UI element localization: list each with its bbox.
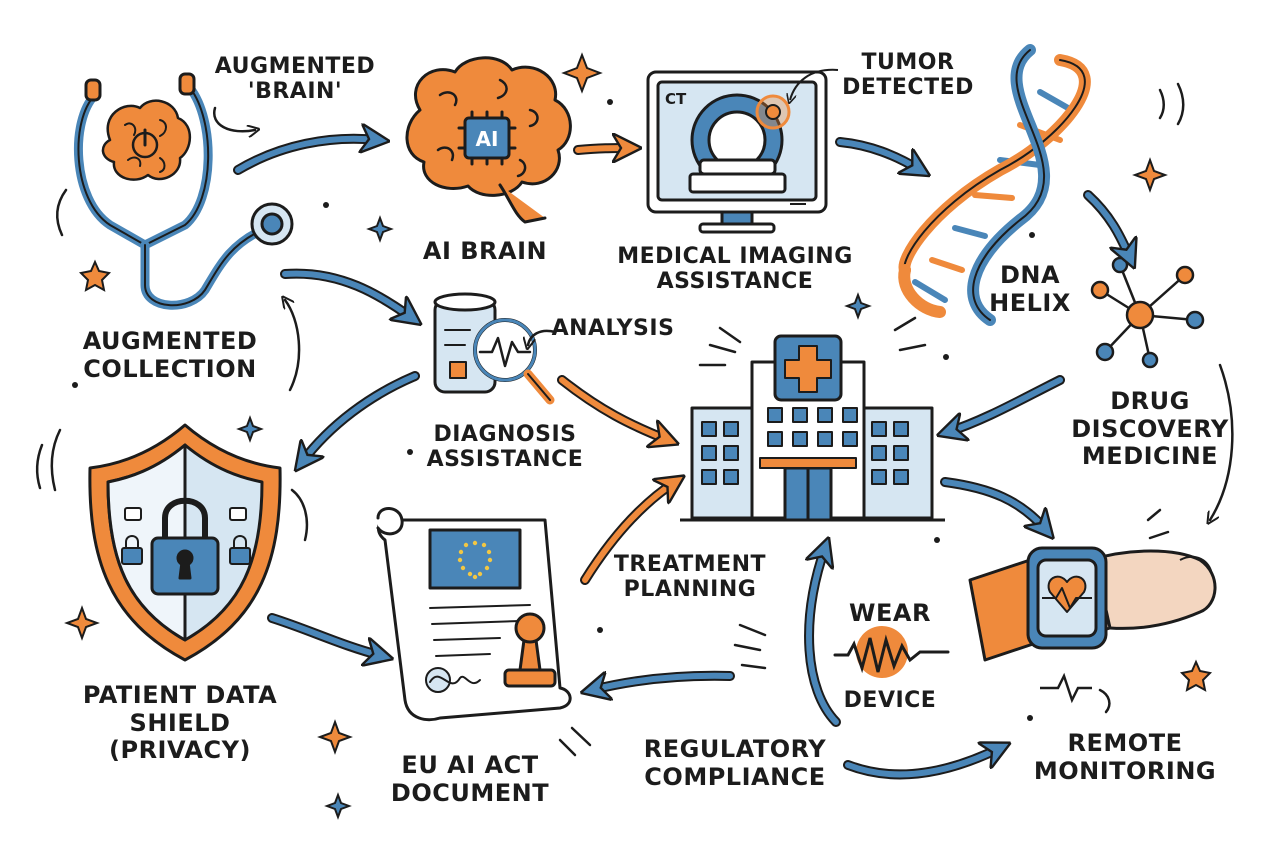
label-diagnosis: DIAGNOSIS ASSISTANCE (415, 422, 595, 473)
label-line: DRUG (1110, 387, 1190, 415)
label-ai-brain: AI BRAIN (400, 237, 570, 266)
molecule-icon (1090, 256, 1205, 369)
label-device: DEVICE (830, 688, 950, 713)
label-line: DISCOVERY (1071, 414, 1229, 443)
label-dna-helix: DNA HELIX (975, 261, 1085, 317)
label-line: AI BRAIN (422, 237, 548, 265)
label-line: PATIENT DATA (82, 681, 278, 709)
wrist-pulse-line (1040, 672, 1092, 704)
label-line: ANALYSIS (551, 316, 675, 341)
label-line: TUMOR (861, 50, 955, 75)
label-augmented-collection: AUGMENTED COLLECTION (50, 327, 290, 383)
label-augmented-brain: AUGMENTED 'BRAIN' (205, 54, 385, 105)
label-line: COLLECTION (83, 354, 257, 383)
label-line: WEAR (849, 599, 931, 627)
label-treatment-planning: TREATMENT PLANNING (600, 552, 780, 603)
label-line: MONITORING (1033, 756, 1217, 785)
label-line: DNA (999, 261, 1061, 289)
decorative-sparkles (64, 52, 1213, 820)
label-line: DEVICE (843, 688, 937, 713)
label-line: MEDICINE (1081, 442, 1219, 471)
label-line: COMPLIANCE (644, 762, 826, 791)
label-remote-monitoring: REMOTE MONITORING (1025, 729, 1225, 785)
label-drug-discovery: DRUG DISCOVERY MEDICINE (1065, 387, 1235, 471)
label-line: PLANNING (623, 577, 757, 603)
privacy-shield-icon (88, 423, 282, 662)
hospital-icon (680, 334, 945, 522)
label-line: EU AI ACT (401, 751, 539, 779)
label-line: REMOTE (1067, 729, 1183, 757)
label-patient-data-shield: PATIENT DATA SHIELD (PRIVACY) (50, 681, 310, 765)
dna-helix-icon (898, 44, 1091, 326)
tumor-pointer (790, 68, 839, 100)
label-line: HELIX (989, 288, 1071, 317)
label-line: ASSISTANCE (656, 269, 814, 295)
label-line: AUGMENTED (82, 327, 258, 355)
eu-act-document-icon (376, 507, 572, 722)
flow-arrows (212, 106, 1234, 780)
label-line: MEDICAL IMAGING (617, 244, 853, 269)
label-tumor-detected: TUMOR DETECTED (838, 50, 978, 101)
label-line: TREATMENT (613, 552, 767, 577)
label-line: AUGMENTED (214, 54, 376, 79)
ct-scanner-icon: CT (646, 70, 828, 234)
label-medical-imaging: MEDICAL IMAGING ASSISTANCE (600, 244, 870, 295)
label-line: (PRIVACY) (109, 736, 251, 765)
ai-chip-text: AI (476, 127, 499, 151)
label-analysis: ANALYSIS (548, 316, 678, 341)
diagnosis-magnifier-icon (433, 292, 555, 405)
decorative-motion-lines (36, 82, 1185, 757)
ct-screen-text: CT (665, 90, 687, 108)
wear-device-waveform-icon (833, 626, 950, 678)
decorative-dots (72, 99, 1035, 721)
label-eu-ai-act: EU AI ACT DOCUMENT (370, 751, 570, 807)
ai-brain-icon: AI (405, 56, 572, 224)
label-line: ASSISTANCE (426, 447, 584, 473)
label-line: 'BRAIN' (247, 79, 343, 105)
label-line: DOCUMENT (390, 778, 550, 807)
label-line: DIAGNOSIS (433, 422, 577, 447)
label-regulatory-compliance: REGULATORY COMPLIANCE (625, 735, 845, 791)
label-line: DETECTED (842, 75, 974, 101)
label-line: REGULATORY (643, 735, 827, 763)
label-line: SHIELD (129, 708, 231, 737)
label-wear: WEAR (835, 599, 945, 628)
smartwatch-icon (968, 546, 1217, 662)
stethoscope-icon (74, 72, 294, 310)
